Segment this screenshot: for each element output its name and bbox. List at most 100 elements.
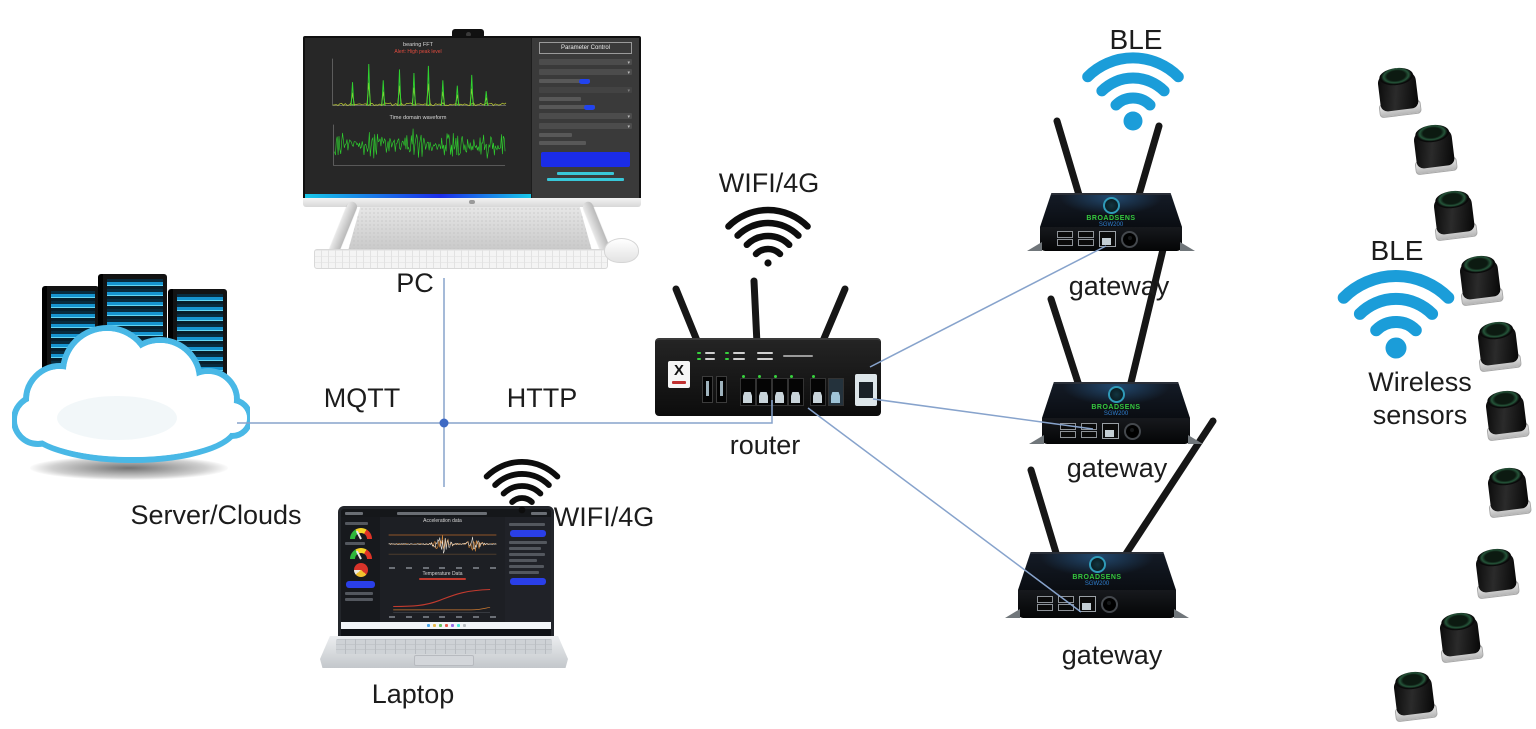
laptop-blue-button-bottom (510, 578, 546, 585)
gateway-model-text: SGW200 (1103, 411, 1129, 417)
router-device: X (655, 338, 881, 416)
gateway-3-label: gateway (1061, 640, 1163, 670)
pc-computer: bearing FFT Alert: High peak level Time … (303, 36, 641, 200)
wireless-sensor (1373, 64, 1423, 119)
laptop-keyboard (336, 639, 552, 654)
laptop-taskbar (341, 622, 551, 629)
cloud-shape (12, 325, 250, 463)
gateway-logo-icon (1102, 197, 1120, 214)
sensor-flange (1476, 580, 1520, 600)
ble-top-label: BLE (1109, 24, 1163, 55)
gateway-usb-ports (1059, 423, 1076, 439)
pc-charts-area: bearing FFT Alert: High peak level Time … (305, 38, 531, 198)
pc-mouse (604, 238, 639, 263)
waveform-chart-title: Time domain waveform (389, 115, 447, 121)
order-dropdown: ▾ (539, 123, 632, 130)
ble-wifi-icon-top (1082, 52, 1184, 131)
pc-keyboard (314, 249, 608, 269)
sensor-flange (1414, 156, 1458, 176)
checkbox-row (539, 97, 581, 101)
confirm-button (541, 152, 630, 167)
pc-speaker-body (348, 207, 592, 251)
gauge-widget-1 (349, 528, 372, 539)
sensor-top (1378, 66, 1415, 88)
gateway-power-connector (1123, 422, 1141, 440)
sensor-flange (1394, 703, 1438, 723)
gateway-brand-text: BROADSENS (1072, 574, 1122, 581)
router-lan-port-3 (772, 375, 788, 406)
laptop-computer: Acceleration data Temperature Data (338, 506, 554, 642)
junction-dot (439, 418, 449, 428)
gateway-2: BROADSENS SGW200 (1029, 382, 1203, 444)
laptop-app-header (341, 509, 551, 517)
sensor-body (1486, 470, 1530, 513)
sensor-flange (1378, 99, 1422, 119)
fft-chart (332, 58, 507, 107)
toggle-row-2 (539, 105, 595, 110)
acceleration-chart (388, 534, 497, 555)
wifi-signal-icon-laptop (483, 459, 561, 514)
parameter-panel: Parameter Control ▾ ▾ ▾ ▾ ▾ (531, 38, 639, 198)
temperature-chart (393, 588, 491, 613)
download-link-1 (556, 172, 615, 175)
laptop-sidebar (341, 517, 380, 622)
sensor-body (1438, 615, 1482, 658)
ble-right-label: BLE (1370, 235, 1424, 266)
connection-router-gateway-1 (869, 245, 1107, 368)
gateway2-antenna-right (1124, 233, 1170, 399)
sensor-flange (1488, 499, 1532, 519)
wifi-4g-router-label: WIFI/4G (718, 168, 820, 198)
laptop-label: Laptop (371, 679, 455, 709)
fft-chart-title: bearing FFT (403, 42, 433, 48)
gateway-2-front (1029, 418, 1203, 444)
ble-wifi-icon-right (1337, 270, 1455, 359)
sensor-body (1432, 193, 1476, 236)
wireless-sensor (1473, 318, 1523, 373)
gateway-1-label: gateway (1068, 271, 1170, 301)
gateway-usb-ports (1080, 423, 1097, 439)
router-usb-port-1 (702, 376, 713, 403)
wifi-4g-laptop-label: WIFI/4G (553, 502, 655, 532)
pc-monitor-chin (303, 198, 641, 207)
sensor-top (1478, 320, 1515, 342)
gateway-1: BROADSENS SGW200 (1027, 193, 1195, 251)
wifi-signal-icon-router (725, 206, 811, 267)
gateway-model-text: SGW200 (1084, 581, 1110, 587)
sensor-body (1392, 674, 1436, 717)
sensor-body (1412, 127, 1456, 170)
router-lan-port-1 (740, 375, 756, 406)
wireless-sensor (1429, 187, 1479, 242)
sensor-flange (1434, 222, 1478, 242)
sample-rate-dropdown: ▾ (539, 69, 632, 76)
device-dropdown: ▾ (539, 59, 632, 66)
gateway-3-front (1005, 590, 1189, 618)
laptop-base (320, 636, 568, 668)
gateway-power-connector (1100, 595, 1118, 613)
text-row-2 (539, 141, 586, 145)
sensor-top (1476, 547, 1513, 569)
wireless-sensor (1409, 121, 1459, 176)
gateway-usb-ports (1057, 596, 1074, 612)
gateway-ethernet-port (1101, 423, 1119, 439)
router-wan-port-1 (810, 375, 826, 406)
router-console-port (855, 374, 877, 406)
gateway2-antenna-left (1047, 295, 1086, 399)
laptop-touchpad (414, 655, 474, 666)
wireless-sensor (1483, 464, 1533, 519)
gauge-widget-2 (349, 548, 372, 559)
wireless-sensor (1389, 668, 1439, 723)
mqtt-label: MQTT (323, 383, 401, 413)
router-lan-port-2 (756, 375, 772, 406)
sensor-body (1476, 324, 1520, 367)
wireless-sensors-label: Wireless sensors (1368, 367, 1472, 430)
temperature-chart-title: Temperature Data (422, 571, 463, 577)
sensor-top (1440, 611, 1477, 633)
fft-alert-text: Alert: High peak level (394, 49, 442, 55)
laptop-charts-area: Acceleration data Temperature Data (380, 517, 505, 622)
download-link-2 (547, 178, 624, 181)
gateway-3-top: BROADSENS SGW200 (1018, 552, 1176, 590)
server-clouds-label: Server/Clouds (130, 500, 302, 530)
wireless-sensor (1471, 545, 1521, 600)
server-cloud-illustration (12, 268, 250, 486)
router-antenna-center (750, 277, 761, 348)
